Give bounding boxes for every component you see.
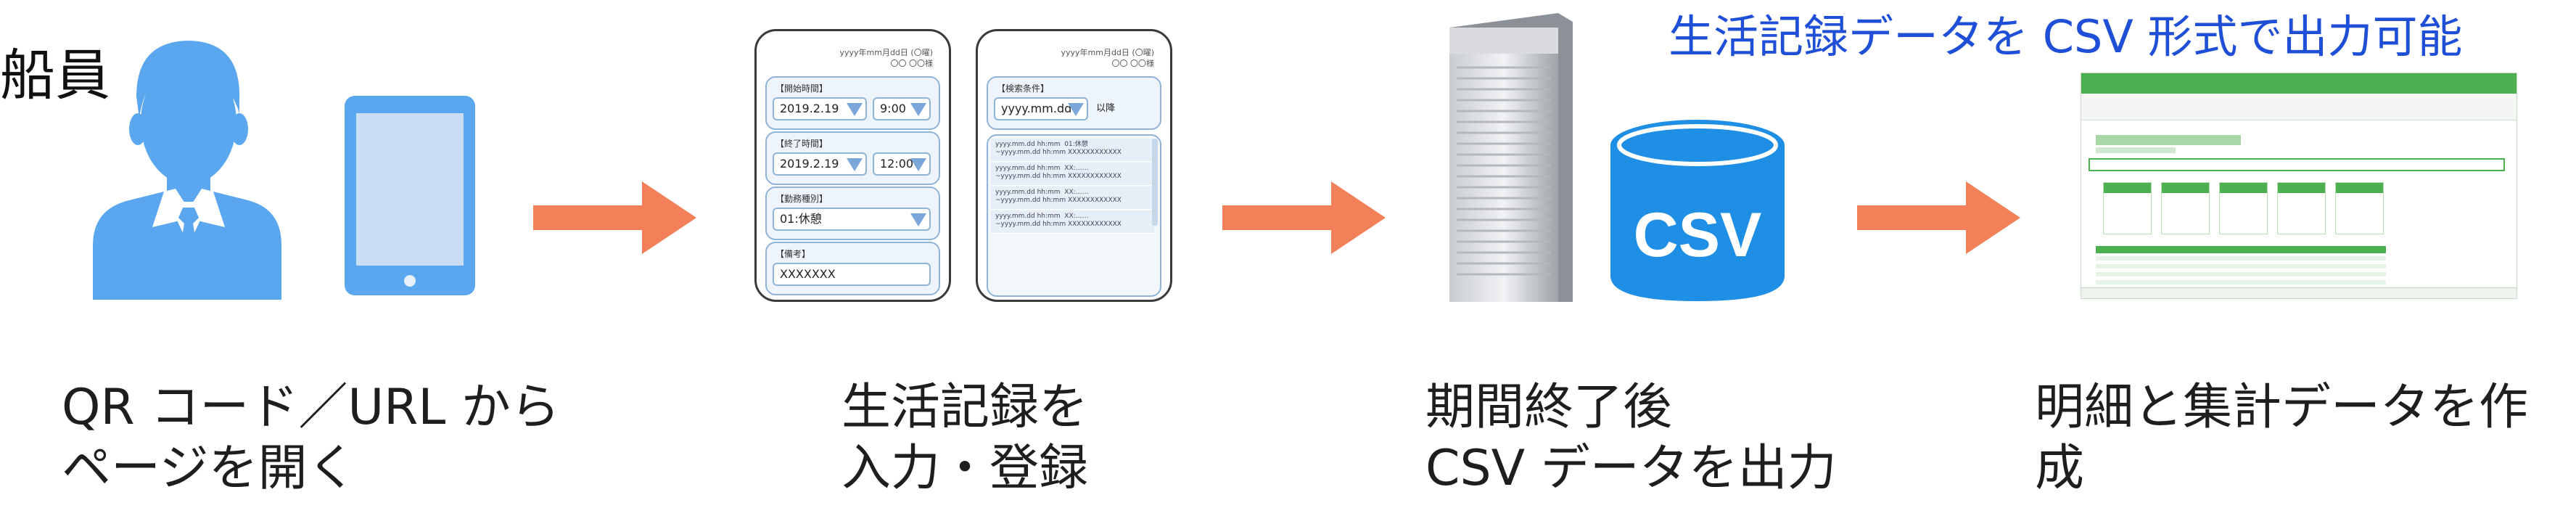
dropdown-icon [910, 213, 926, 226]
server-icon [1449, 13, 1573, 302]
step1-caption: QR コード／URL から ページを開く [62, 379, 560, 497]
end-date-select[interactable]: 2019.2.19 [773, 152, 867, 176]
dropdown-icon [910, 158, 926, 171]
arrow-right-icon [533, 181, 696, 254]
work-type-select[interactable]: 01:休憩 [773, 208, 931, 231]
end-time-select[interactable]: 12:00 [873, 152, 931, 176]
crew-label: 船員 [0, 43, 110, 107]
filter-date-select[interactable]: yyyy.mm.dd [994, 97, 1088, 120]
step2-caption: 生活記録を 入力・登録 [841, 379, 1089, 497]
note-input[interactable]: XXXXXXX [773, 263, 931, 286]
list-item[interactable]: yyyy.mm.dd hh:mm XX:…… ~yyyy.mm.dd hh:mm… [991, 210, 1154, 234]
phone-record-list: yyyy年mm月dd日 (〇曜) 〇〇 〇〇様 【検索条件】 yyyy.mm.d… [976, 29, 1172, 302]
headline: 生活記録データを CSV 形式で出力可能 [1668, 10, 2463, 63]
csv-label: CSV [1633, 200, 1762, 270]
work-type-group: 【勤務種別】 01:休憩 [765, 187, 940, 240]
dropdown-icon [910, 103, 926, 116]
start-date-select[interactable]: 2019.2.19 [773, 97, 867, 120]
list-item[interactable]: yyyy.mm.dd hh:mm 01:休憩 ~yyyy.mm.dd hh:mm… [991, 139, 1154, 162]
list-scrollbar[interactable] [1152, 139, 1158, 226]
spreadsheet-icon [2081, 73, 2517, 299]
person-icon [93, 41, 281, 300]
dropdown-icon [1068, 103, 1084, 116]
arrow-right-icon [1857, 181, 2020, 254]
arrow-right-icon [1222, 181, 1386, 254]
dropdown-icon [847, 158, 863, 171]
phone-header: yyyy年mm月dd日 (〇曜) 〇〇 〇〇様 [1061, 48, 1154, 68]
step3-caption: 期間終了後 CSV データを出力 [1425, 379, 1837, 497]
note-group: 【備考】 XXXXXXX [765, 242, 940, 295]
phone-header: yyyy年mm月dd日 (〇曜) 〇〇 〇〇様 [839, 48, 933, 68]
step4-caption: 明細と集計データを作成 [2035, 379, 2529, 497]
phone-input-form: yyyy年mm月dd日 (〇曜) 〇〇 〇〇様 【開始時間】 2019.2.19… [754, 29, 951, 302]
list-item[interactable]: yyyy.mm.dd hh:mm XX:…… ~yyyy.mm.dd hh:mm… [991, 163, 1154, 186]
list-item[interactable]: yyyy.mm.dd hh:mm XX:…… ~yyyy.mm.dd hh:mm… [991, 187, 1154, 210]
database-icon [1610, 120, 1785, 301]
start-time-select[interactable]: 9:00 [873, 97, 931, 120]
record-list: yyyy.mm.dd hh:mm 01:休憩 ~yyyy.mm.dd hh:mm… [987, 134, 1161, 297]
dropdown-icon [847, 103, 863, 116]
filter-group: 【検索条件】 yyyy.mm.dd 以降 [987, 76, 1161, 130]
tablet-icon [345, 96, 475, 295]
